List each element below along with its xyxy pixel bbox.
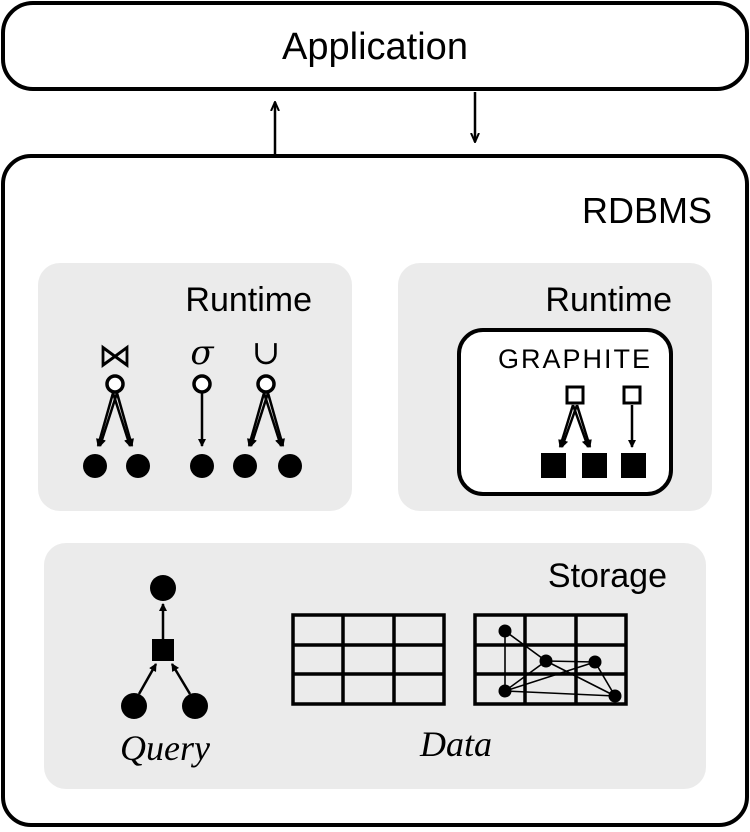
- graphite-input-node: [541, 453, 566, 478]
- graph-node: [539, 654, 553, 668]
- union-symbol: ∪: [252, 333, 281, 373]
- graphite-input-node: [582, 453, 607, 478]
- storage-panel: Storage Query: [44, 543, 706, 789]
- graphite-box: GRAPHITE: [457, 328, 673, 496]
- graphite-label: GRAPHITE: [498, 344, 652, 374]
- join-node: [105, 374, 125, 394]
- runtime-left-label: Runtime: [185, 281, 312, 319]
- input-node: [190, 454, 214, 478]
- graphite-input-node: [621, 453, 646, 478]
- storage-label: Storage: [548, 557, 667, 595]
- graphite-operator-node: [622, 385, 642, 405]
- graph-node: [608, 689, 622, 703]
- table-grid-icon: [291, 613, 446, 706]
- application-box: Application: [1, 1, 749, 91]
- runtime-left-panel: Runtime ⋈ σ ∪: [38, 263, 352, 511]
- input-node: [126, 454, 150, 478]
- selection-operator: σ: [190, 333, 214, 478]
- graph-on-table-icon: [473, 613, 628, 706]
- query-node: [152, 639, 174, 661]
- query-graph: Query: [120, 575, 210, 768]
- graphite-operator-node: [565, 385, 585, 405]
- input-node: [278, 454, 302, 478]
- graph-node: [498, 624, 512, 638]
- graph-node: [588, 655, 602, 669]
- query-node: [182, 693, 208, 719]
- query-label: Query: [120, 728, 210, 768]
- application-label: Application: [282, 26, 468, 68]
- query-node: [121, 693, 147, 719]
- selection-node: [192, 374, 212, 394]
- runtime-right-panel: Runtime GRAPHITE: [398, 263, 712, 511]
- join-symbol: ⋈: [98, 336, 132, 376]
- selection-symbol: σ: [190, 333, 214, 373]
- input-node: [83, 454, 107, 478]
- runtime-right-label: Runtime: [545, 281, 672, 319]
- data-label: Data: [419, 724, 492, 764]
- join-operator: ⋈: [83, 336, 150, 478]
- graph-node: [498, 684, 512, 698]
- union-node: [256, 374, 276, 394]
- rdbms-label: RDBMS: [582, 190, 712, 231]
- input-node: [233, 454, 257, 478]
- union-operator: ∪: [233, 333, 302, 478]
- query-node: [150, 575, 176, 601]
